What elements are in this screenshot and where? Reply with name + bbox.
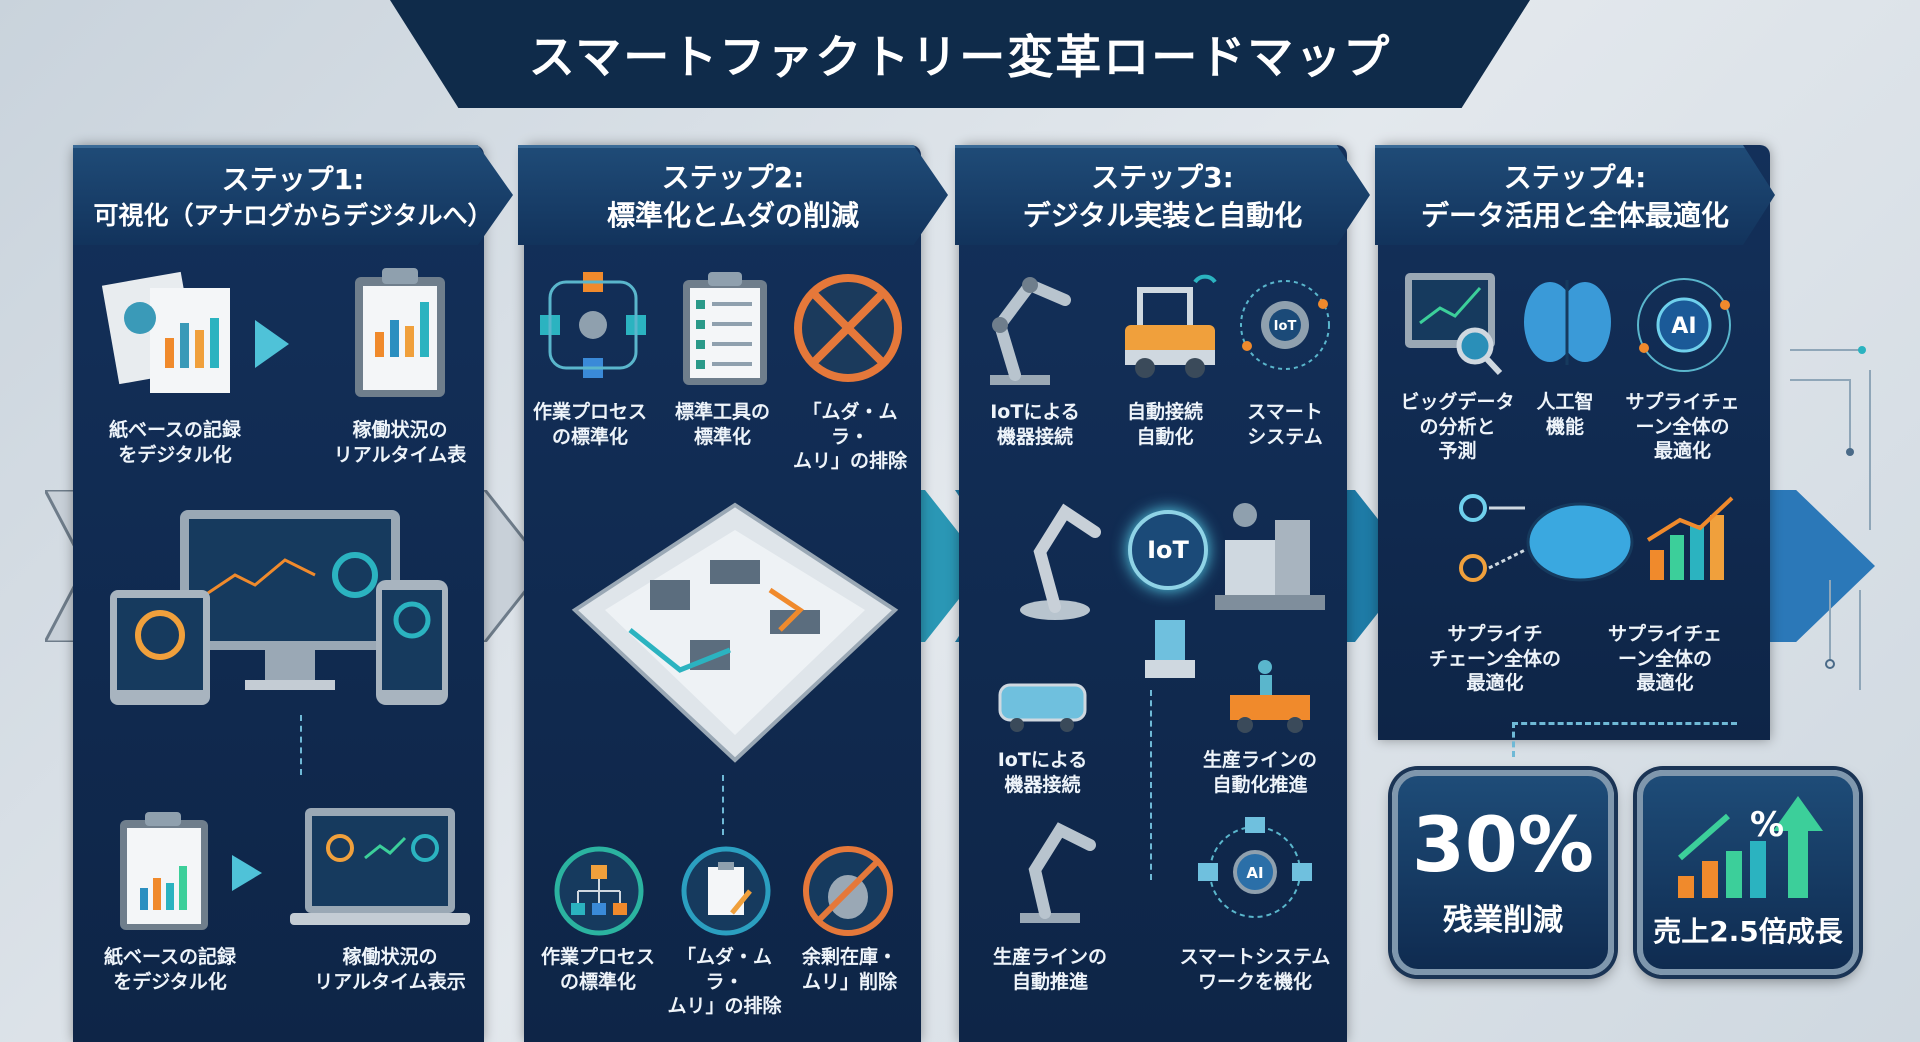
brain-icon [1525, 500, 1635, 585]
kpi-sales-label: 売上2.5倍成長 [1653, 914, 1843, 948]
step-4-mid-item-1: サプライチ チェーン全体の 最適化 [1428, 623, 1562, 695]
step-3-mid-item-1: IoTによる 機器接続 [997, 749, 1088, 796]
step-4-top-item-2: 人工智 機能 [1536, 391, 1594, 438]
connector-line [1150, 690, 1152, 880]
step-2-top-item-2: 標準工具の 標準化 [674, 401, 770, 448]
step-4-top-item-3: サプライチェ ーン全体の 最適化 [1625, 391, 1740, 463]
step-4-header: ステップ4: データ活用と全体最適化 [1375, 145, 1775, 245]
step-1-title: 可視化（アナログからデジタルへ） [93, 200, 493, 230]
kpi-overtime-value: 30% [1412, 799, 1594, 889]
svg-text:IoT: IoT [1274, 319, 1297, 334]
kpi-sales-growth: % 売上2.5倍成長 [1637, 770, 1859, 975]
step-1-number: ステップ1: [221, 162, 365, 196]
circuit-decoration [1790, 330, 1890, 710]
brain-icon [1520, 270, 1615, 375]
no-excess-inventory-icon [802, 845, 894, 937]
server-node-icon [1140, 615, 1200, 685]
step-3-title: デジタル実装と自動化 [1022, 198, 1303, 232]
step-2-bottom-item-2: 「ムダ・ムラ・ ムリ」の排除 [667, 946, 782, 1018]
sales-growth-chart-icon: % [1678, 795, 1823, 898]
step-1-header: ステップ1: 可視化（アナログからデジタルへ） [73, 145, 513, 245]
iot-hub-label: IoT [1147, 536, 1189, 564]
arrow-right-icon [255, 320, 289, 368]
laptop-dashboard-icon [290, 808, 470, 933]
step-4-mid-item-2: サプライチェ ーン全体の 最適化 [1607, 623, 1722, 695]
step-4-title: データ活用と全体最適化 [1420, 198, 1729, 232]
no-waste-icon [792, 272, 904, 384]
kpi-overtime-reduction: 30% 残業削減 [1392, 770, 1614, 975]
step-3-number: ステップ3: [1091, 160, 1234, 194]
iot-hub-icon: IoT [1128, 510, 1208, 590]
step-1-bottom-item-2: 稼働状況の リアルタイム表示 [314, 946, 466, 993]
step-3-header: ステップ3: デジタル実装と自動化 [955, 145, 1370, 245]
clipboard-report-icon [115, 808, 215, 933]
growth-chart-icon [1640, 490, 1740, 585]
step-4-top-item-1: ビッグデータ の分析と 予測 [1400, 391, 1515, 463]
smartphone-chart-icon [376, 580, 448, 705]
step-2-number: ステップ2: [661, 160, 805, 194]
data-flow-nodes-icon [1455, 490, 1535, 585]
percent-symbol: % [1750, 805, 1784, 845]
checklist-clipboard-icon [680, 268, 770, 388]
clipboard-pencil-icon [680, 845, 772, 937]
paper-documents-icon [95, 268, 245, 398]
step-2-top-item-3: 「ムダ・ムラ・ ムリ」の排除 [792, 401, 907, 473]
step-2-title: 標準化とムダの削減 [606, 198, 859, 232]
ai-network-icon: AI [1630, 270, 1738, 380]
step-3-mid-item-2: 生産ラインの 自動化推進 [1202, 749, 1317, 796]
step-2-bottom-item-3: 余剰在庫・ ムリ」削除 [801, 946, 897, 993]
ai-label: AI [1671, 314, 1696, 339]
connector-line [300, 715, 302, 775]
connector-line [722, 775, 724, 835]
step-3-top-item-1: IoTによる 機器接続 [990, 401, 1080, 448]
monitor-dashboard-icon [175, 505, 405, 700]
step-3-bottom-item-1: 生産ラインの 自動推進 [992, 946, 1107, 993]
robot-arm-icon [1010, 492, 1110, 622]
robot-arm-icon [1005, 815, 1105, 925]
arrow-right-icon [232, 855, 262, 891]
step-1-bottom-item-1: 紙ベースの記録 をデジタル化 [103, 946, 237, 993]
kpi-overtime-label: 残業削減 [1443, 902, 1563, 938]
org-chart-icon [553, 845, 645, 937]
step-1-top-item-1: 紙ベースの記録 をデジタル化 [108, 419, 242, 466]
svg-text:AI: AI [1246, 864, 1263, 882]
step-3-top-item-2: 自動接続 自動化 [1126, 401, 1203, 448]
step-2-header: ステップ2: 標準化とムダの削減 [518, 145, 948, 245]
robot-arm-icon [975, 265, 1085, 390]
step-4-number: ステップ4: [1503, 160, 1647, 194]
process-cycle-icon [538, 270, 648, 380]
autonomous-vehicle-icon [995, 665, 1090, 735]
factory-floor-isometric-icon [570, 500, 900, 765]
automated-vehicle-icon [1115, 270, 1225, 385]
step-3-top-item-3: スマート システム [1247, 401, 1323, 448]
connector-line [1512, 722, 1737, 757]
ai-system-cycle-icon: AI [1190, 815, 1320, 930]
analytics-monitor-icon [1400, 268, 1510, 383]
step-2-top-item-1: 作業プロセス の標準化 [532, 401, 647, 448]
clipboard-chart-icon [345, 262, 455, 402]
tablet-gauge-icon [110, 590, 210, 705]
step-3-bottom-item-2: スマートシステム ワークを機化 [1179, 946, 1331, 993]
page-title: スマートファクトリー変革ロードマップ [390, 0, 1530, 108]
conveyor-machine-icon [1215, 500, 1325, 620]
step-2-bottom-item-1: 作業プロセス の標準化 [540, 946, 655, 993]
iot-gear-network-icon: IoT [1235, 270, 1335, 380]
step-1-top-item-2: 稼働状況の リアルタイム表 [333, 419, 467, 466]
forklift-worker-icon [1220, 655, 1320, 735]
